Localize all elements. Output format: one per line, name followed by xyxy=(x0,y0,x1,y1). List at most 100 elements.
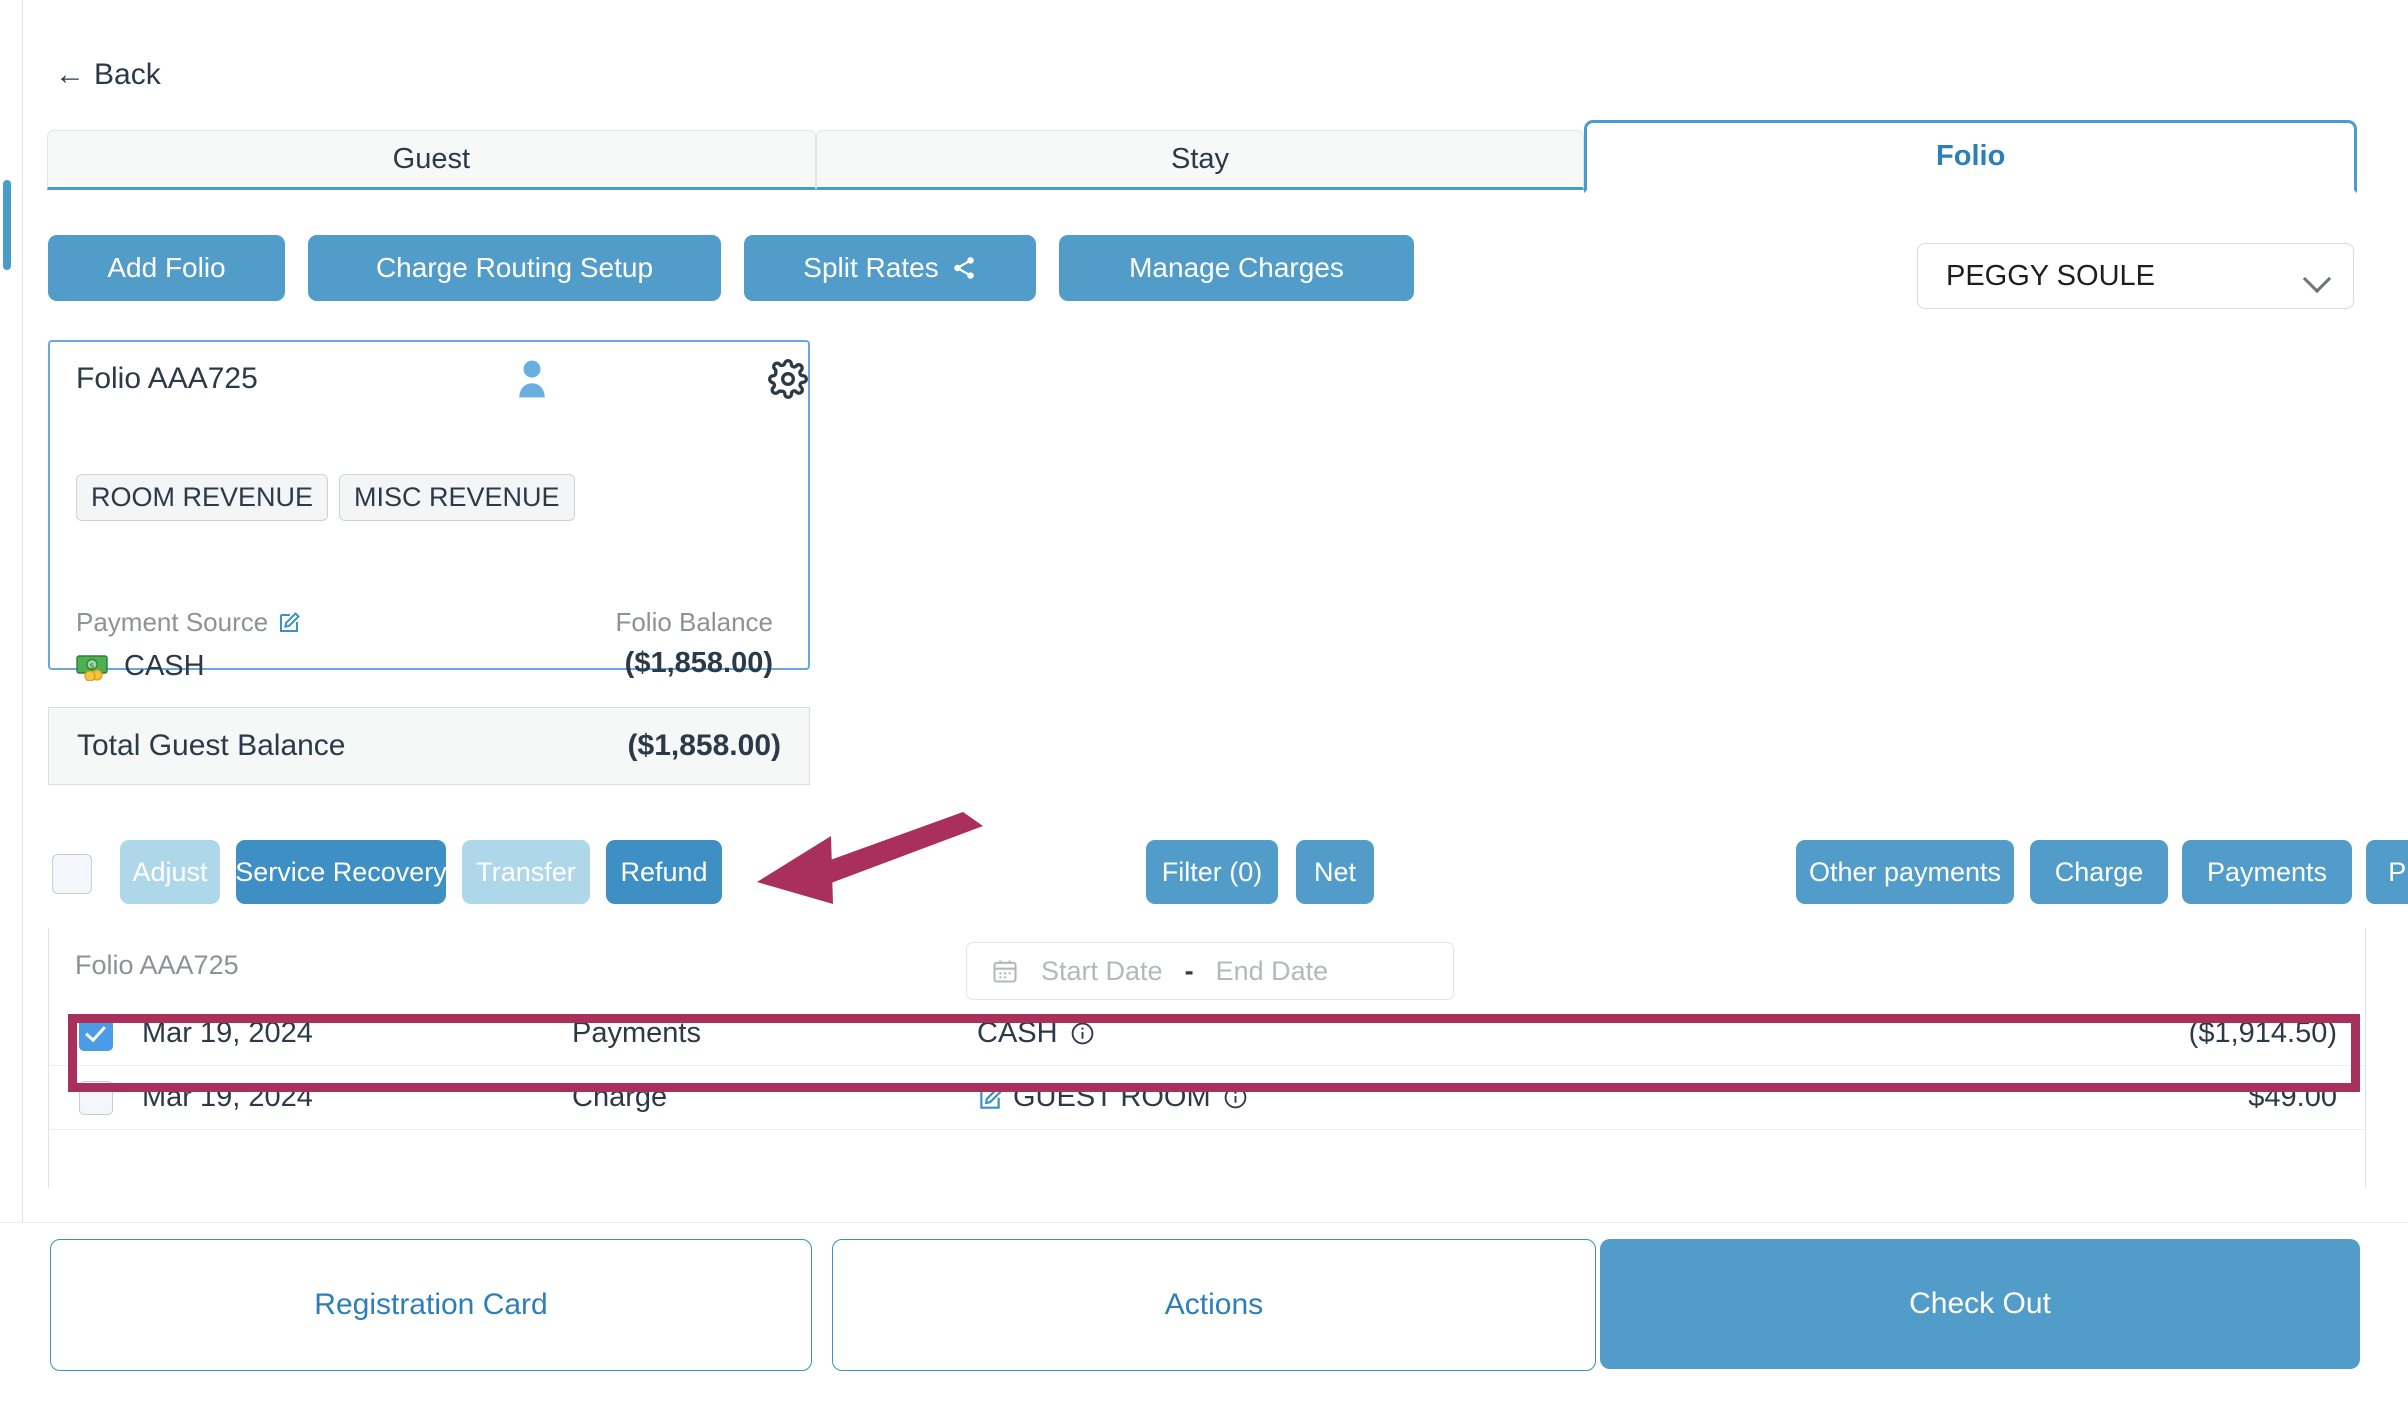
footer-action-bar: Registration Card Actions Check Out xyxy=(0,1222,2408,1414)
edit-pencil-icon[interactable] xyxy=(277,611,301,635)
split-rates-label: Split Rates xyxy=(803,252,939,283)
row-description: CASH xyxy=(977,1017,1058,1049)
svg-text:$: $ xyxy=(89,661,94,670)
person-icon xyxy=(515,359,549,404)
row-description-cell: GUEST ROOM xyxy=(962,1081,1907,1114)
registration-card-button[interactable]: Registration Card xyxy=(50,1239,812,1371)
filter-button[interactable]: Filter (0) xyxy=(1146,840,1278,904)
transactions-panel: Folio AAA725 Start Date xyxy=(48,928,2366,1188)
payment-source-value: CASH xyxy=(124,650,205,682)
total-guest-balance-value: ($1,858.00) xyxy=(627,729,781,762)
date-range-separator: - xyxy=(1184,955,1194,986)
edit-pencil-icon[interactable] xyxy=(977,1086,1002,1110)
arrow-left-icon: ← xyxy=(55,58,85,91)
tab-guest[interactable]: Guest xyxy=(47,130,816,190)
page-scroll-rail xyxy=(22,0,23,1414)
row-checkbox-cell xyxy=(49,1016,142,1051)
end-date-input[interactable]: End Date xyxy=(1215,955,1329,986)
calendar-icon xyxy=(991,957,1019,985)
folio-balance-value: ($1,858.00) xyxy=(624,647,773,679)
filter-label: Filter (0) xyxy=(1161,856,1263,887)
row-amount: ($1,914.50) xyxy=(2188,1017,2337,1049)
payments-button[interactable]: Payments xyxy=(2182,840,2352,904)
transactions-header: Folio AAA725 Start Date xyxy=(49,928,2365,1002)
charge-label: Charge xyxy=(2054,856,2144,887)
registration-card-label: Registration Card xyxy=(314,1288,548,1321)
net-label: Net xyxy=(1313,856,1357,887)
check-out-label: Check Out xyxy=(1909,1287,2051,1320)
print-label: Print xyxy=(2388,856,2408,887)
tab-guest-label: Guest xyxy=(392,142,471,175)
row-description-cell: CASH xyxy=(962,1017,1907,1050)
tab-bar: Guest Stay Folio xyxy=(47,120,2358,193)
guest-select-value: PEGGY SOULE xyxy=(1946,259,2155,292)
add-folio-label: Add Folio xyxy=(107,252,226,283)
folio-card: Folio AAA725 ROOM REVENUE MISC REVENUE P… xyxy=(48,340,810,682)
table-row[interactable]: Mar 19, 2024 Payments CASH ($1,914.50) xyxy=(49,1002,2365,1065)
back-label: Back xyxy=(94,58,161,91)
add-folio-button[interactable]: Add Folio xyxy=(48,235,285,301)
tab-folio-label: Folio xyxy=(1936,140,2006,172)
net-button[interactable]: Net xyxy=(1296,840,1374,904)
folio-card-title: Folio AAA725 xyxy=(76,362,258,395)
pill-misc-revenue[interactable]: MISC REVENUE xyxy=(339,474,575,521)
charge-button[interactable]: Charge xyxy=(2030,840,2168,904)
transaction-action-toolbar: Adjust Service Recovery Transfer Refund … xyxy=(48,840,2408,910)
payments-label: Payments xyxy=(2206,856,2328,887)
manage-charges-label: Manage Charges xyxy=(1129,252,1344,283)
service-recovery-label: Service Recovery xyxy=(235,856,447,887)
row-description: GUEST ROOM xyxy=(1013,1081,1211,1113)
folio-balance-label: Folio Balance xyxy=(615,607,773,637)
transfer-label: Transfer xyxy=(476,856,576,887)
actions-button[interactable]: Actions xyxy=(832,1239,1596,1371)
manage-charges-button[interactable]: Manage Charges xyxy=(1059,235,1414,301)
payment-source-label-group: Payment Source xyxy=(76,607,301,638)
folio-toolbar: Add Folio Charge Routing Setup Split Rat… xyxy=(48,235,1414,301)
actions-label: Actions xyxy=(1164,1288,1264,1321)
payment-source-label: Payment Source xyxy=(76,607,269,637)
row-date: Mar 19, 2024 xyxy=(142,1081,313,1113)
charge-routing-setup-button[interactable]: Charge Routing Setup xyxy=(308,235,721,301)
share-icon xyxy=(951,255,977,281)
other-payments-button[interactable]: Other payments xyxy=(1796,840,2014,904)
pill-room-revenue[interactable]: ROOM REVENUE xyxy=(76,474,329,521)
row-amount: $49.00 xyxy=(2248,1081,2337,1113)
row-date: Mar 19, 2024 xyxy=(142,1017,313,1049)
split-rates-button[interactable]: Split Rates xyxy=(744,235,1036,301)
guest-select[interactable]: PEGGY SOULE xyxy=(1917,243,2354,309)
chevron-down-icon xyxy=(2305,269,2331,284)
transfer-button[interactable]: Transfer xyxy=(462,840,590,904)
select-all-checkbox[interactable] xyxy=(52,854,92,894)
transactions-folio-label: Folio AAA725 xyxy=(75,950,239,980)
row-checkbox-cell xyxy=(49,1080,142,1115)
total-guest-balance-label: Total Guest Balance xyxy=(77,729,346,762)
adjust-button[interactable]: Adjust xyxy=(120,840,220,904)
table-row[interactable]: Mar 19, 2024 Charge GUEST ROOM xyxy=(49,1065,2365,1130)
info-circle-icon[interactable] xyxy=(1223,1085,1248,1110)
cash-money-icon: $ xyxy=(76,653,112,682)
back-button[interactable]: ← Back xyxy=(55,58,161,92)
row-checkbox[interactable] xyxy=(78,1016,113,1051)
row-checkbox[interactable] xyxy=(78,1080,113,1115)
adjust-label: Adjust xyxy=(132,856,208,887)
start-date-input[interactable]: Start Date xyxy=(1041,955,1163,986)
folio-card-header: Folio AAA725 xyxy=(50,342,808,422)
payment-source-value-group: $ CASH xyxy=(76,650,205,683)
gear-icon[interactable] xyxy=(768,359,808,404)
row-type: Payments xyxy=(572,1017,701,1049)
service-recovery-button[interactable]: Service Recovery xyxy=(235,840,447,904)
refund-label: Refund xyxy=(620,856,708,887)
date-range-filter[interactable]: Start Date - End Date xyxy=(966,942,1454,1000)
info-circle-icon[interactable] xyxy=(1070,1021,1095,1046)
refund-button[interactable]: Refund xyxy=(606,840,722,904)
tab-folio[interactable]: Folio xyxy=(1584,120,2358,193)
tab-stay[interactable]: Stay xyxy=(815,130,1585,190)
tab-stay-label: Stay xyxy=(1170,142,1230,175)
total-guest-balance: Total Guest Balance ($1,858.00) xyxy=(48,707,810,785)
charge-routing-setup-label: Charge Routing Setup xyxy=(375,252,654,283)
print-button[interactable]: Print xyxy=(2366,840,2408,904)
check-out-button[interactable]: Check Out xyxy=(1600,1239,2360,1369)
other-payments-label: Other payments xyxy=(1808,856,2002,887)
page-scroll-thumb[interactable] xyxy=(3,180,11,270)
